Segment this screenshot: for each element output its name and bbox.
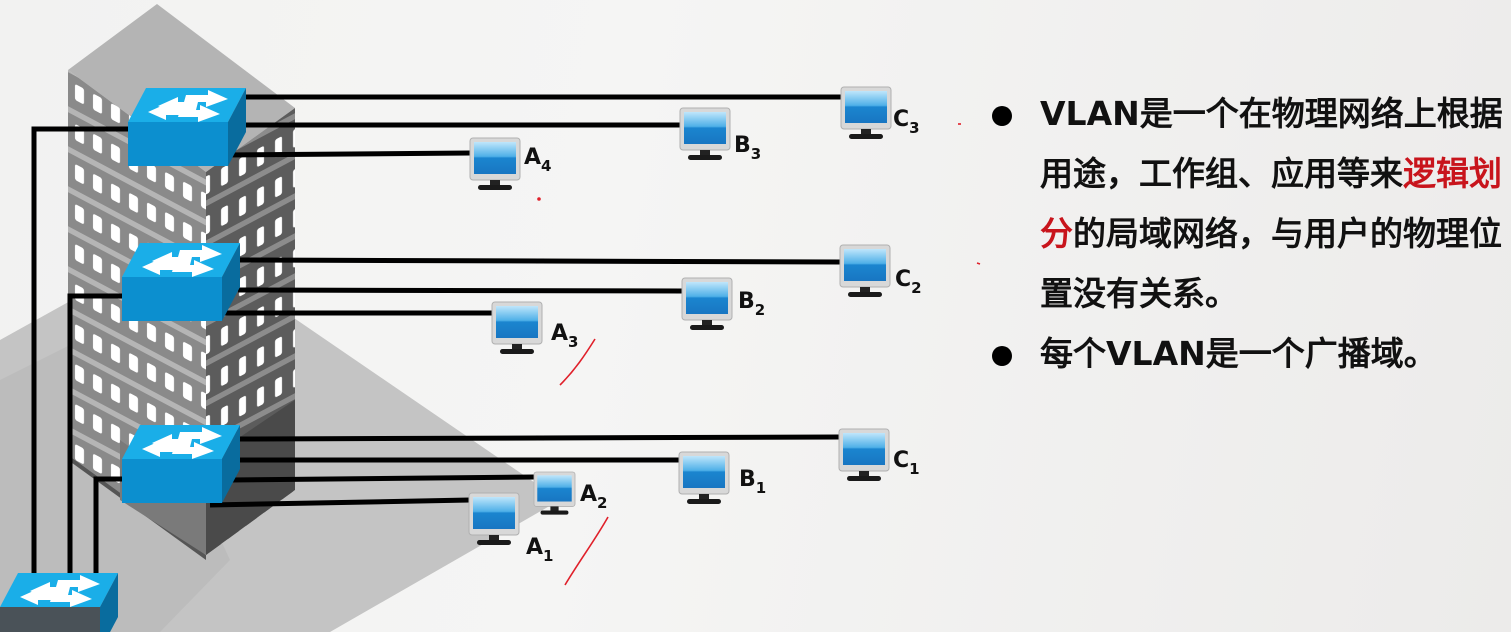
pc-a3-icon[interactable]: [491, 301, 543, 355]
bullet-item-broadcast-domain: 每个VLAN是一个广播域。: [990, 324, 1510, 384]
pc-b3-icon[interactable]: [679, 107, 731, 161]
svg-text:B1: B1: [739, 467, 766, 497]
highlight-text: 逻辑划分: [1040, 154, 1502, 253]
pc-b2-icon[interactable]: [681, 277, 733, 331]
svg-text:B2: B2: [738, 289, 765, 319]
core-switch[interactable]: [0, 573, 118, 632]
floor-3-switch[interactable]: [128, 88, 246, 166]
pc-c1-icon[interactable]: [838, 428, 890, 482]
svg-text:C2: C2: [895, 267, 922, 297]
svg-text:A2: A2: [580, 482, 607, 512]
floor-1-switch[interactable]: [122, 425, 240, 503]
bullet-list: VLAN是一个在物理网络上根据用途，工作组、应用等来逻辑划分的局域网络，与用户的…: [990, 84, 1510, 384]
svg-text:A3: A3: [551, 321, 578, 351]
svg-text:A4: A4: [524, 145, 551, 175]
pc-c2-icon[interactable]: [839, 244, 891, 298]
host-labels: A4 B3 C3 A3 B2 C2 A1 A2 B1 C1: [524, 107, 922, 565]
svg-text:C3: C3: [893, 107, 920, 137]
bullet-dot-icon: [992, 106, 1012, 126]
annotation-marks: [537, 123, 981, 586]
pc-c3-icon[interactable]: [840, 86, 892, 140]
cables: [31, 94, 842, 600]
svg-text:A1: A1: [526, 535, 553, 565]
pc-a4-icon[interactable]: [469, 137, 521, 191]
pc-b1-icon[interactable]: [678, 451, 730, 505]
floor-2-switch[interactable]: [122, 243, 240, 321]
svg-text:B3: B3: [734, 133, 761, 163]
bullet-dot-icon: [992, 346, 1012, 366]
svg-text:C1: C1: [893, 448, 920, 478]
bullet-item-vlan-definition: VLAN是一个在物理网络上根据用途，工作组、应用等来逻辑划分的局域网络，与用户的…: [990, 84, 1510, 324]
